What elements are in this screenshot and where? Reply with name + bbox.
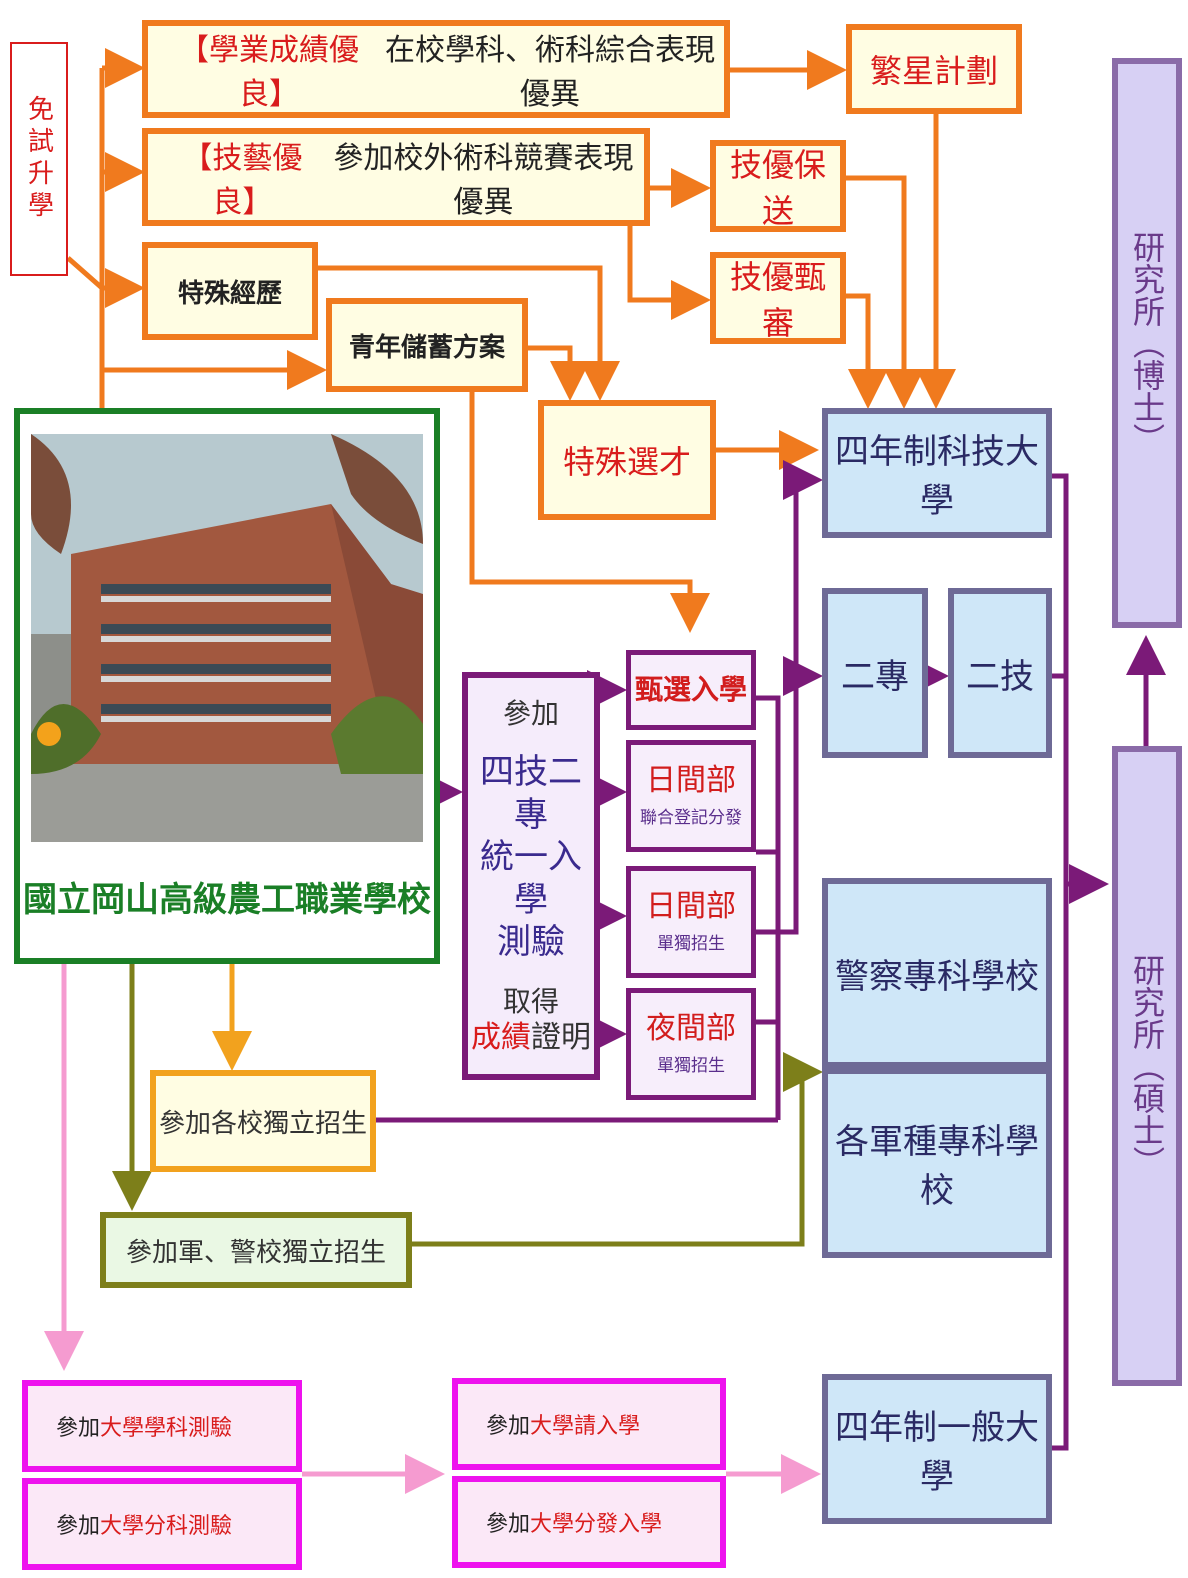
day-single-box: 日間部 單獨招生 [626,866,756,978]
night-single-main: 夜間部 [646,1011,736,1046]
exam-line-join: 參加 [502,697,559,730]
general-university-label: 四年制一般大學 [835,1408,1039,1497]
application-admission-box: 參加大學請入學 [452,1378,726,1470]
phd-box: 研究所（博士） [1112,58,1182,628]
military-police-recruitment-box: 參加軍、警校獨立招生 [100,1212,412,1288]
special-talent-box: 特殊選才 [538,400,716,520]
academic-excellence-tag: 【學業成績優良】 [179,33,360,112]
military-college-label: 各軍種專科學校 [835,1122,1039,1211]
youth-savings-label: 青年儲蓄方案 [348,332,505,363]
star-plan-label: 繁星計劃 [869,52,998,90]
two-year-tech-box: 二技 [948,588,1052,758]
split-test-box: 參加大學分科測驗 [22,1478,302,1570]
academic-excellence-desc: 在校學科、術科綜合表現優異 [385,33,716,112]
masters-box: 研究所（碩士） [1112,746,1182,1386]
night-single-box: 夜間部 單獨招生 [626,988,756,1100]
tech-university-label: 四年制科技大學 [835,432,1039,521]
skill-review-label: 技優甄審 [729,258,826,342]
independent-recruitment-box: 參加各校獨立招生 [150,1070,376,1172]
exam-line-obtain: 取得 [502,984,559,1018]
assignment-admission-prefix: 參加 [486,1512,531,1537]
skill-guarantee-box: 技優保送 [710,140,846,232]
independent-recruitment-label: 參加各校獨立招生 [158,1108,367,1139]
skill-excellence-desc: 參加校外術科競賽表現優異 [333,141,634,220]
police-college-box: 警察專科學校 [822,878,1052,1068]
skill-review-box: 技優甄審 [710,252,846,344]
day-single-main: 日間部 [646,889,736,924]
split-test-prefix: 參加 [56,1514,101,1539]
skill-guarantee-label: 技優保送 [729,146,826,230]
subject-test-box: 參加大學學科測驗 [22,1380,302,1472]
special-experience-box: 特殊經歷 [142,242,318,340]
military-college-box: 各軍種專科學校 [822,1068,1052,1258]
academic-excellence-box: 【學業成績優良】 在校學科、術科綜合表現優異 [142,20,730,118]
subject-test-prefix: 參加 [56,1416,101,1441]
selection-admission-label: 甄選入學 [634,672,747,706]
day-joint-box: 日間部 聯合登記分發 [626,740,756,852]
police-college-label: 警察專科學校 [835,956,1039,997]
assignment-admission-box: 參加大學分發入學 [452,1476,726,1568]
split-test-name: 大學分科測驗 [100,1514,233,1539]
exam-free-admission-text: 免試升學 [23,95,54,223]
tech-university-box: 四年制科技大學 [822,408,1052,538]
exam-line-certificate: 成績證明 [471,1019,591,1057]
military-police-recruitment-label: 參加軍、警校獨立招生 [125,1237,386,1268]
unified-exam-box: 參加 四技二專 統一入學 測驗 取得 成績證明 [462,672,600,1080]
exam-free-admission-label: 免試升學 [10,42,68,276]
day-joint-sub: 聯合登記分發 [640,808,742,828]
star-plan-box: 繁星計劃 [846,24,1022,114]
application-admission-prefix: 參加 [486,1414,531,1439]
exam-line-4tech2coll: 四技二專 [480,752,582,835]
assignment-admission-name: 大學分發入學 [530,1512,663,1537]
youth-savings-box: 青年儲蓄方案 [326,298,528,392]
exam-line-unified: 統一入學 [480,837,582,920]
day-single-sub: 單獨招生 [657,934,725,954]
application-admission-name: 大學請入學 [530,1414,641,1439]
exam-score-word: 成績 [471,1019,531,1055]
skill-excellence-box: 【技藝優良】 參加校外術科競賽表現優異 [142,128,650,226]
night-single-sub: 單獨招生 [657,1056,725,1076]
general-university-box: 四年制一般大學 [822,1374,1052,1524]
skill-excellence-tag: 【技藝優良】 [182,141,303,220]
two-year-college-label: 二專 [841,656,909,697]
exam-cert-word: 證明 [531,1019,591,1055]
subject-test-name: 大學學科測驗 [100,1416,233,1441]
school-building-photo [31,434,423,842]
school-name: 國立岡山高級農工職業學校 [23,880,431,920]
special-experience-label: 特殊經歷 [177,278,282,309]
exam-line-test: 測驗 [497,922,565,962]
phd-label: 研究所（博士） [1128,231,1166,455]
masters-label: 研究所（碩士） [1128,954,1166,1178]
selection-admission-box: 甄選入學 [626,650,756,730]
two-year-college-box: 二專 [822,588,928,758]
two-year-tech-label: 二技 [966,656,1034,697]
day-joint-main: 日間部 [646,763,736,798]
school-box: 國立岡山高級農工職業學校 [14,408,440,964]
special-talent-label: 特殊選才 [562,443,691,481]
